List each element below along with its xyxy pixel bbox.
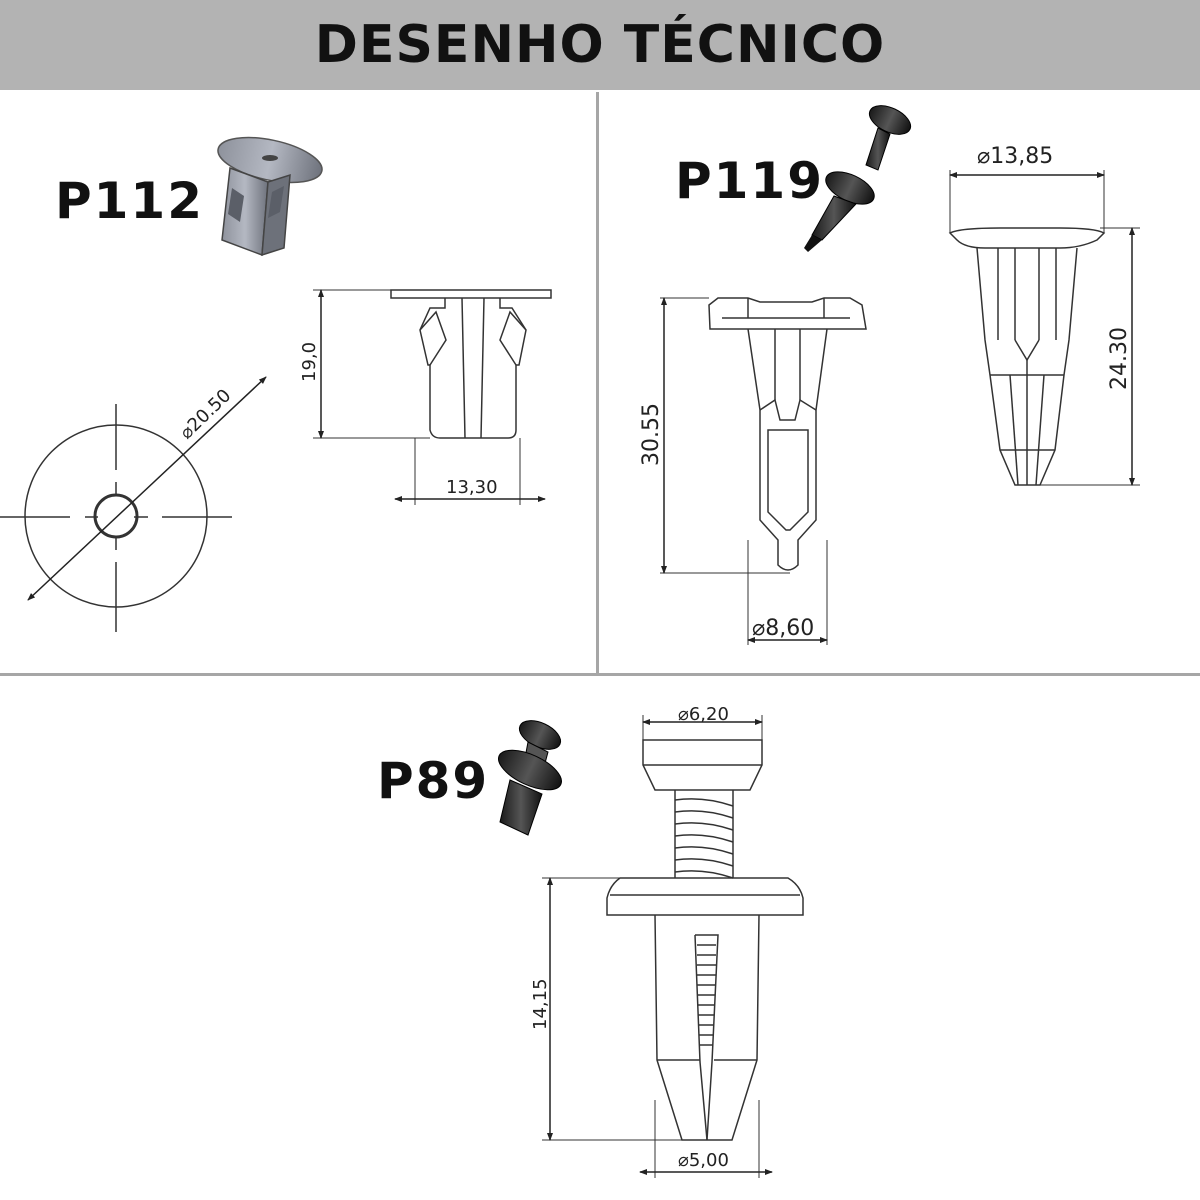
p119-height-right-dim: 24.30 (1107, 327, 1132, 390)
p119-product-icon (804, 105, 912, 252)
p89-side-view (542, 715, 804, 1178)
header-bar: DESENHO TÉCNICO (0, 0, 1200, 90)
p112-product-icon (217, 136, 323, 257)
part-label-p89: P89 (377, 752, 490, 810)
vertical-divider (596, 92, 599, 674)
part-label-p112: P112 (55, 172, 205, 230)
p89-height-dim: 14,15 (530, 978, 551, 1030)
p112-side-view (313, 289, 552, 505)
p119-height-left-dim: 30.55 (639, 403, 664, 466)
p119-head-diameter-dim: ⌀13,85 (977, 144, 1053, 169)
p112-width-dim: 13,30 (446, 477, 498, 498)
p112-height-dim: 19,0 (299, 342, 320, 382)
p119-side-view-right (948, 170, 1140, 486)
horizontal-divider (0, 673, 1200, 676)
part-label-p119: P119 (675, 152, 825, 210)
p89-product-icon (498, 720, 562, 836)
p112-top-view (0, 376, 267, 632)
page-title: DESENHO TÉCNICO (314, 15, 886, 75)
p119-side-view (660, 297, 867, 645)
p89-head-diameter-dim: ⌀6,20 (678, 704, 729, 725)
p119-body-diameter-dim: ⌀8,60 (752, 616, 814, 641)
p89-tip-diameter-dim: ⌀5,00 (678, 1150, 729, 1171)
